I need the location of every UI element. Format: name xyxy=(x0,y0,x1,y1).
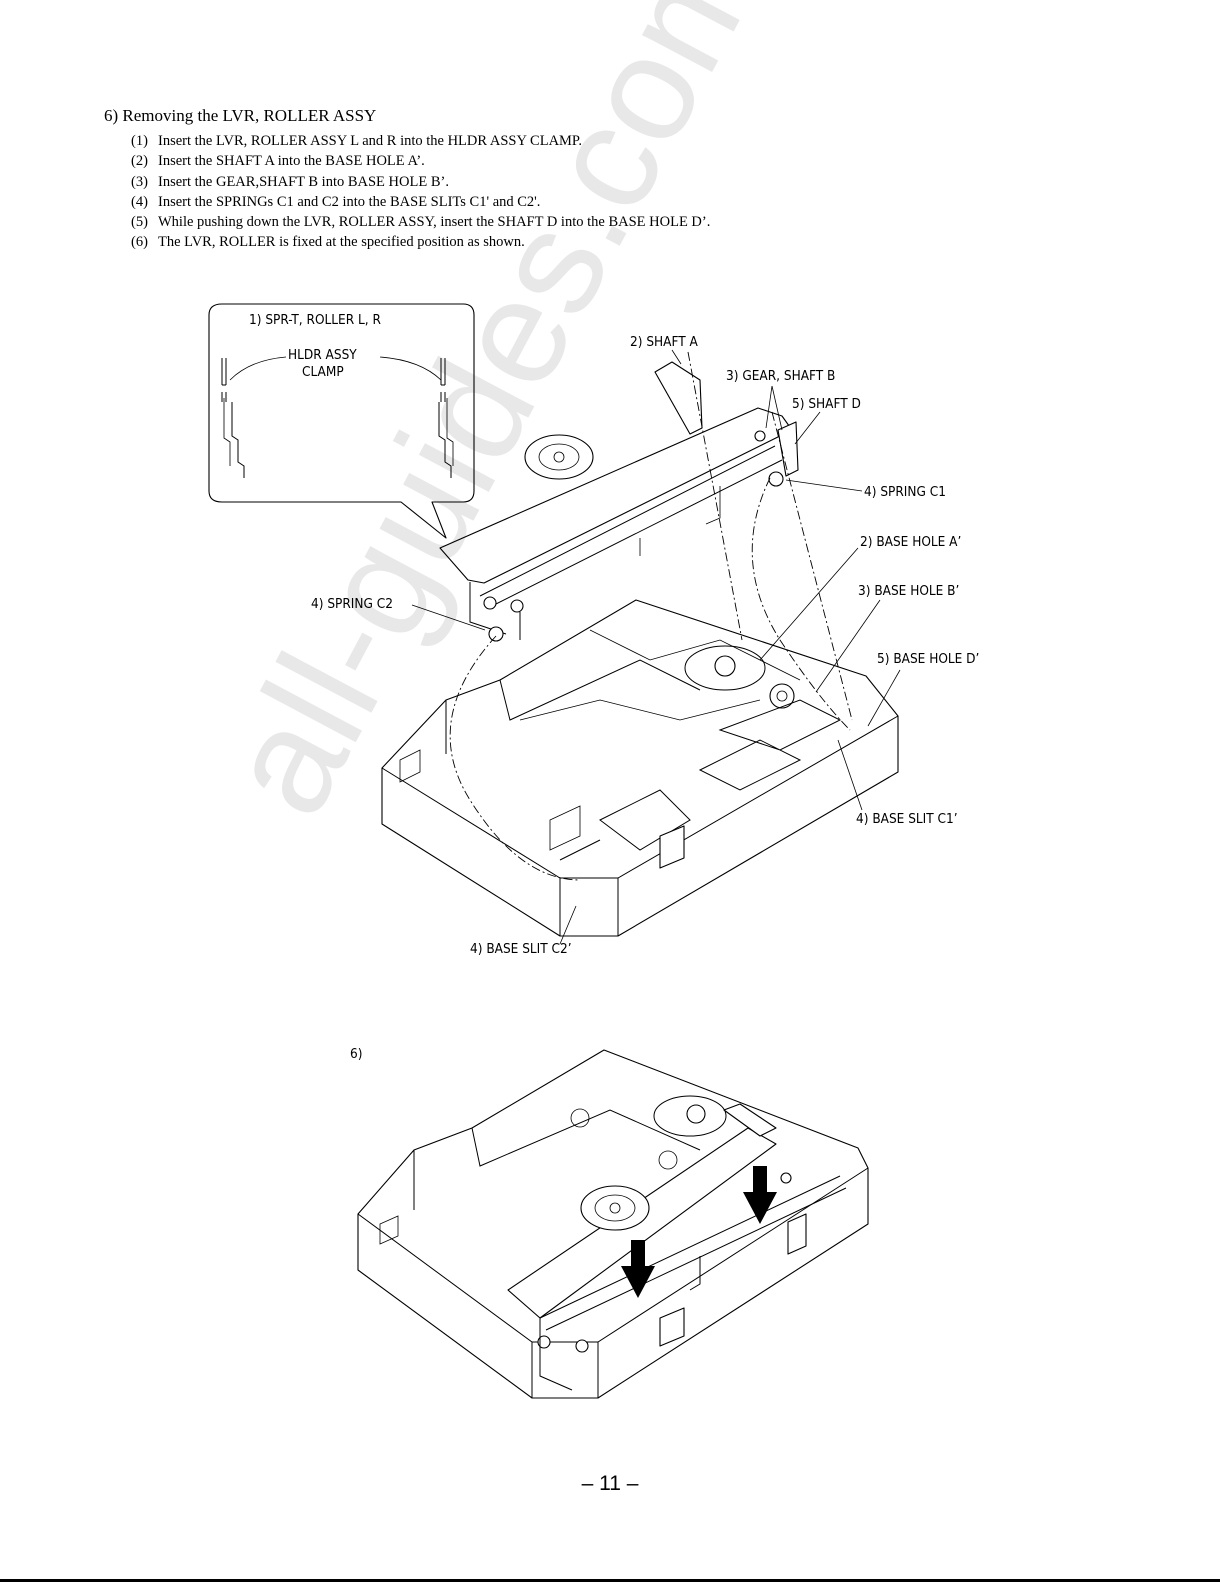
callout-shaft-d: 5) SHAFT D xyxy=(792,396,861,412)
bottom-rule xyxy=(0,1579,1220,1582)
step-list: (1)Insert the LVR, ROLLER ASSY L and R i… xyxy=(131,131,710,253)
arrow-down-icon xyxy=(621,1240,655,1298)
path-spring-c1 xyxy=(751,477,851,731)
roller-assy-part xyxy=(439,361,799,642)
detail-inset: 1) SPR-T, ROLLER L, R HLDR ASSY CLAMP xyxy=(208,303,475,539)
callout-base-slit-c1: 4) BASE SLIT C1’ xyxy=(856,811,958,827)
callout-shaft-a: 2) SHAFT A xyxy=(630,334,698,350)
callout-spring-c1: 4) SPRING C1 xyxy=(864,484,946,500)
step-item: (5)While pushing down the LVR, ROLLER AS… xyxy=(131,214,711,231)
step-item: (4)Insert the SPRINGs C1 and C2 into the… xyxy=(131,193,541,210)
path-shaft-a xyxy=(687,351,743,641)
callout-step6: 6) xyxy=(350,1046,362,1062)
callout-spring-c2: 4) SPRING C2 xyxy=(311,596,393,612)
callout-gear-shaft-b: 3) GEAR, SHAFT B xyxy=(726,368,835,384)
path-shaft-d xyxy=(771,411,853,721)
page-number: – 11 – xyxy=(581,1472,639,1495)
callout-base-slit-c2: 4) BASE SLIT C2’ xyxy=(470,941,572,957)
callout-base-hole-d: 5) BASE HOLE D’ xyxy=(877,651,979,667)
callout-clamp: CLAMP xyxy=(302,364,344,380)
callout-base-hole-b: 3) BASE HOLE B’ xyxy=(858,583,959,599)
step-item: (3)Insert the GEAR,SHAFT B into BASE HOL… xyxy=(131,173,449,190)
assembled-view xyxy=(357,1049,869,1399)
callout-spr-t-roller: 1) SPR-T, ROLLER L, R xyxy=(249,312,381,328)
arrow-down-icon xyxy=(743,1166,777,1224)
step-item: (1)Insert the LVR, ROLLER ASSY L and R i… xyxy=(131,133,583,149)
step-item: (6)The LVR, ROLLER is fixed at the speci… xyxy=(131,234,525,251)
section-heading: 6) Removing the LVR, ROLLER ASSY xyxy=(104,106,377,125)
step-item: (2)Insert the SHAFT A into the BASE HOLE… xyxy=(131,153,425,170)
callout-hldr-assy: HLDR ASSY xyxy=(288,347,357,363)
callout-base-hole-a: 2) BASE HOLE A’ xyxy=(860,534,961,550)
base-part xyxy=(381,599,899,937)
